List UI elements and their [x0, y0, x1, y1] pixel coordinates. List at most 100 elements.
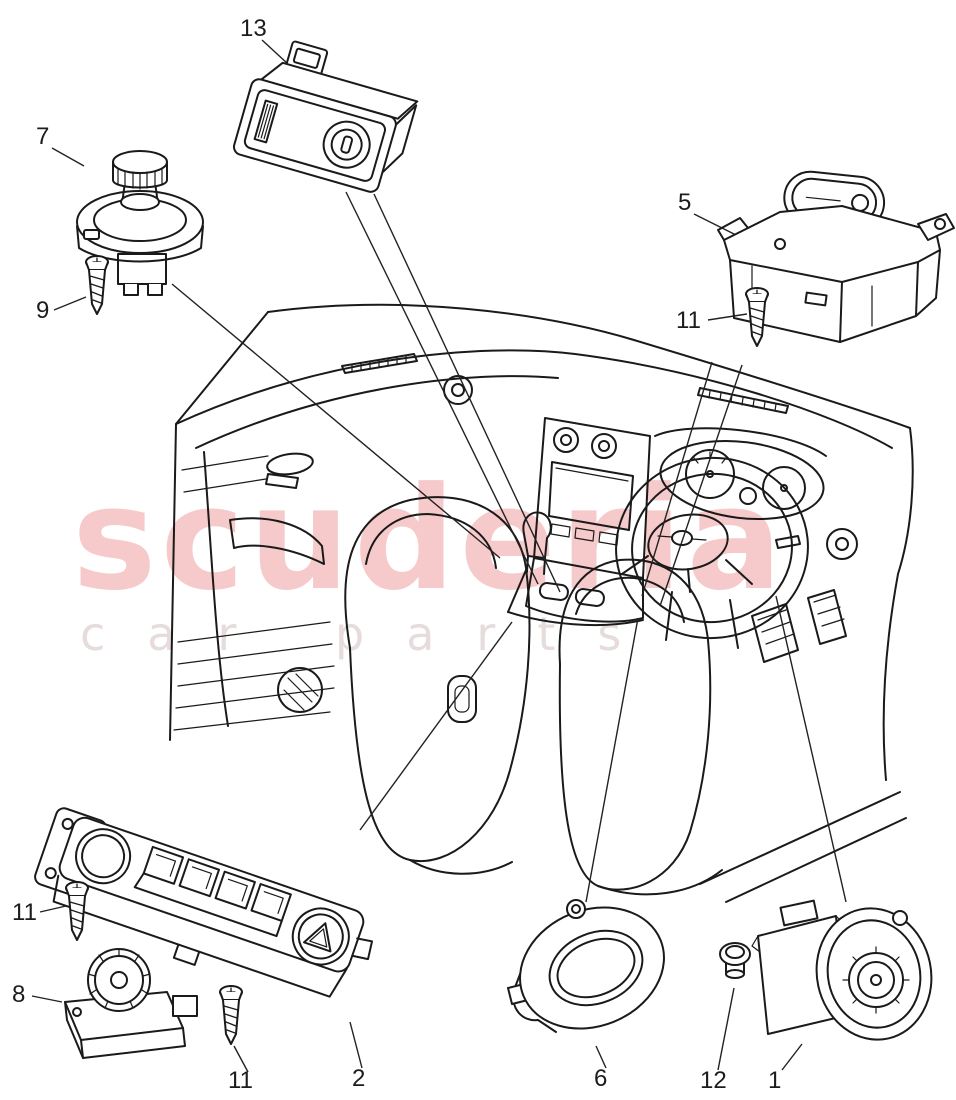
part7-connector [117, 253, 167, 285]
a-pillar-line [175, 311, 269, 425]
floor-line-2 [725, 817, 907, 903]
part13-right-face [381, 104, 418, 174]
leader-7-short [51, 147, 85, 167]
infotainment-screen [548, 461, 634, 531]
left-seat-headrest-crease [365, 513, 497, 569]
leader-2-short [349, 1021, 363, 1069]
part6-screw-boss-hole [571, 904, 581, 914]
dashboard-top-line [175, 349, 893, 449]
part1-knob-center [870, 974, 882, 986]
leader-11-topright-short [707, 313, 748, 321]
part1-knob-knurl [842, 946, 910, 1014]
leader-2-long [359, 621, 513, 831]
callout-label-12: 12 [700, 1067, 727, 1094]
console-switch-blank-1 [538, 582, 569, 601]
part1-screw-boss [892, 910, 908, 926]
part7-knob-top [112, 150, 168, 174]
part-5-bracket-switch [717, 170, 955, 343]
callout-label-6: 6 [594, 1065, 607, 1092]
door-edge [169, 423, 177, 741]
leader-1-short [781, 1043, 803, 1071]
part5-bracket-plate [723, 205, 941, 283]
leader-13-long-b [373, 193, 561, 593]
windshield-line [267, 303, 911, 429]
floor-line-1 [699, 791, 901, 885]
car-interior-illustration [169, 303, 914, 903]
hazard-triangle-icon [302, 922, 332, 953]
part2-strip-body [58, 816, 365, 973]
leader-lines [31, 39, 847, 1073]
right-seat-cushion [597, 869, 723, 896]
window-sill-lines [181, 455, 269, 493]
left-dash-vent-center [451, 383, 465, 397]
right-seat-headrest-crease [575, 576, 685, 623]
part8-base-front [80, 1027, 186, 1059]
leader-11-left-short [39, 905, 67, 913]
defrost-vent-left-slats [351, 355, 407, 372]
callout-label-11-left: 11 [12, 899, 37, 926]
part2-key-block-front [133, 872, 283, 938]
leader-11-bottom-short [233, 1045, 249, 1073]
callout-label-5: 5 [678, 189, 691, 216]
part2-bottom-clip [172, 943, 201, 966]
defrost-vent-right [697, 387, 789, 414]
part2-key-2 [178, 858, 221, 898]
brand-badge [671, 530, 693, 546]
accelerator-pedal-ribs [813, 594, 845, 627]
part-8-rotary-switch [64, 948, 198, 1059]
center-vent-left [553, 427, 579, 453]
gauge-small [739, 487, 757, 505]
brake-pedal [751, 603, 799, 663]
part12-cap-top [725, 945, 745, 959]
leader-8-short [31, 995, 63, 1003]
part5-plate-slot [804, 291, 828, 307]
watermark: scuderia car parts [72, 457, 782, 661]
leader-12-short [717, 987, 735, 1071]
part-7-joystick-switch [76, 150, 204, 296]
part13-connector-slot [292, 47, 321, 69]
part7-front-tab [83, 229, 100, 240]
steering-hub [647, 513, 729, 571]
part1-connector [779, 899, 819, 927]
part8-base-side [64, 1001, 84, 1059]
leader-13-long-a [345, 191, 539, 585]
callout-label-2: 2 [352, 1065, 365, 1092]
callout-label-11-bottom: 11 [228, 1067, 253, 1094]
leader-6-short [595, 1045, 607, 1069]
column-stalk [775, 535, 801, 549]
part5-switch-slot [805, 196, 841, 202]
accelerator-pedal [807, 589, 847, 645]
part5-plate-hole [774, 238, 786, 250]
leader-1-long [775, 595, 847, 903]
part7-knob-knurl [117, 167, 163, 190]
part13-side-slot-hatch [257, 103, 275, 140]
left-dash-vent [443, 375, 473, 405]
hazard-triangle-icon-inner [309, 928, 328, 948]
part7-base-depth [76, 225, 204, 263]
right-body-line [882, 427, 914, 781]
part-11-screw-left [65, 881, 89, 941]
door-handle [266, 452, 314, 476]
leader-13-short [261, 39, 289, 65]
part-13-switch-module [232, 40, 419, 193]
part2-key-4 [250, 883, 292, 922]
part2-hazard-button-inner [297, 913, 344, 960]
console-top [507, 611, 644, 627]
defrost-vent-left [341, 353, 418, 374]
part8-connector [172, 995, 198, 1017]
infotainment-screen-inner [555, 467, 629, 482]
part13-key-slot [340, 135, 353, 154]
left-seat-lever [447, 675, 477, 723]
part2-flange-hole-top [61, 817, 74, 830]
door-armrest [229, 517, 325, 565]
cluster-panel [659, 439, 825, 521]
cluster-hood [654, 427, 827, 457]
callout-labels: 13 7 9 5 11 11 8 11 2 6 12 1 [12, 15, 781, 1094]
part-9-screw [85, 255, 109, 315]
right-dash-vent [826, 528, 858, 560]
callout-label-11-topright: 11 [676, 307, 701, 334]
callout-label-13: 13 [240, 15, 267, 42]
leader-9-short [53, 296, 87, 311]
